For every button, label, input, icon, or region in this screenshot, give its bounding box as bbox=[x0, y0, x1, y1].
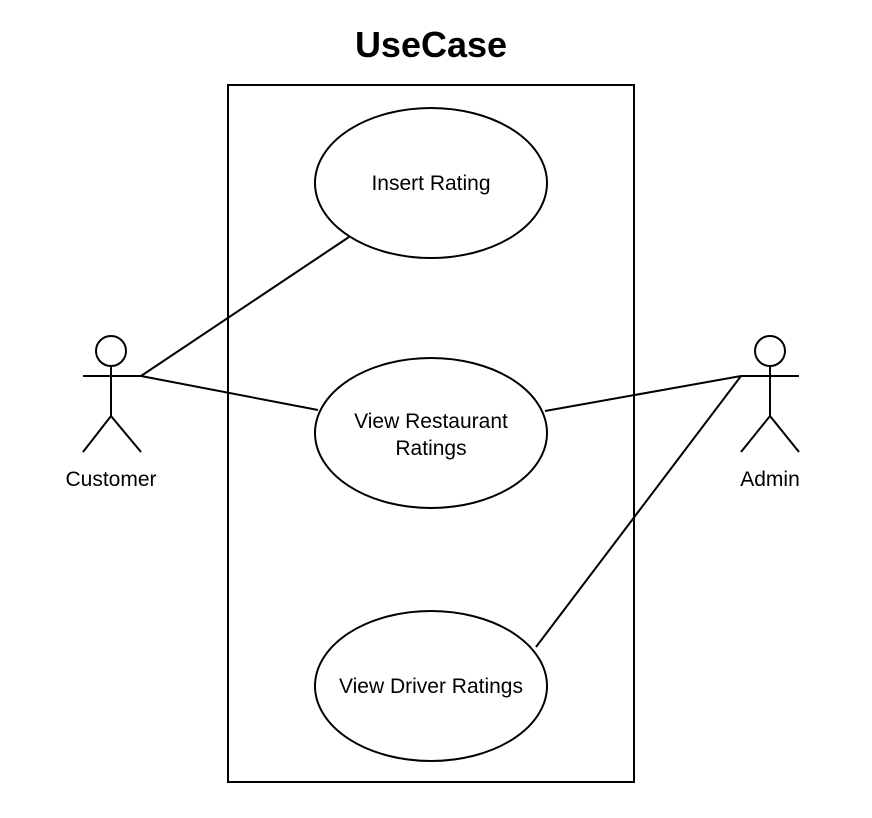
use-case-label-line-2: Ratings bbox=[395, 437, 466, 460]
use-case-ellipse bbox=[314, 610, 548, 762]
associations bbox=[140, 236, 742, 648]
stick-figure-icon bbox=[82, 335, 142, 453]
use-case-label-line-1: View Restaurant bbox=[354, 410, 508, 433]
actor-admin: Admin bbox=[740, 335, 800, 491]
association-customer-insert-rating bbox=[140, 236, 350, 377]
association-admin-view-restaurant-ratings bbox=[544, 375, 742, 412]
diagram-title: UseCase bbox=[355, 24, 507, 65]
use-case-insert-rating: Insert Rating bbox=[314, 107, 548, 259]
association-customer-view-restaurant-ratings bbox=[140, 375, 319, 411]
use-case-label: Insert Rating bbox=[371, 172, 490, 195]
actor-label: Customer bbox=[65, 468, 156, 491]
use-case-ellipse bbox=[314, 107, 548, 259]
system-boundary bbox=[227, 84, 635, 783]
use-case-label: View Driver Ratings bbox=[339, 675, 523, 698]
actor-label: Admin bbox=[740, 468, 800, 491]
association-admin-view-driver-ratings bbox=[535, 375, 742, 648]
use-case-view-driver-ratings: View Driver Ratings bbox=[314, 610, 548, 762]
stick-figure-icon bbox=[740, 335, 800, 453]
use-case-view-restaurant-ratings: View Restaurant Ratings bbox=[314, 357, 548, 509]
actor-customer: Customer bbox=[65, 335, 157, 491]
use-case-ellipse bbox=[314, 357, 548, 509]
